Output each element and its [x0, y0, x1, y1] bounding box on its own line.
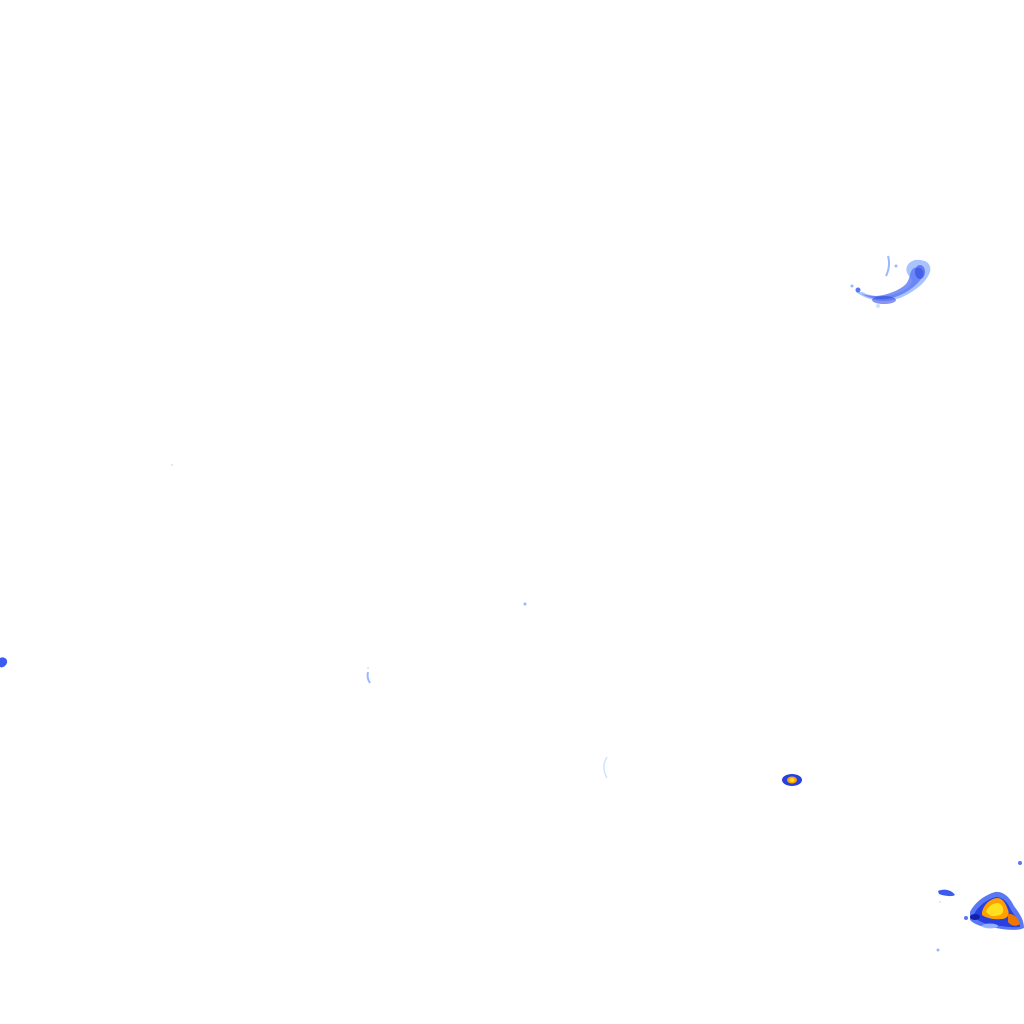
precip-cell-isolated-core	[782, 774, 802, 786]
precip-cell-west-edge	[0, 657, 8, 668]
precip-speckles	[171, 464, 1022, 952]
precip-cell-northeast	[850, 255, 931, 308]
precip-cell-southeast-storm	[938, 889, 1024, 930]
